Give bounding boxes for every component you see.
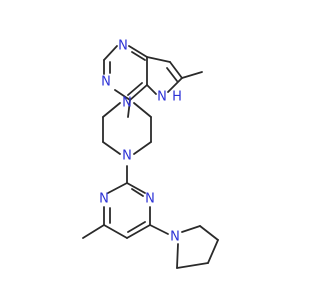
atom-h-pyrrole: H	[172, 90, 182, 105]
bond	[102, 102, 121, 118]
bond	[181, 225, 201, 233]
bond	[103, 45, 118, 61]
bond	[133, 102, 152, 118]
bond	[102, 141, 121, 155]
atom-n-piperazine-bottom: N	[122, 149, 132, 164]
bond	[169, 61, 183, 79]
bond	[107, 182, 128, 194]
atom-label-layer: N N N H N N N N N	[99, 39, 182, 245]
bond	[181, 71, 203, 79]
atom-n-pyrrole: N	[157, 90, 167, 105]
bond	[176, 243, 179, 269]
bond	[131, 188, 144, 197]
atom-n-pyrimidine-top: N	[118, 39, 128, 54]
bond	[127, 99, 131, 118]
bond	[176, 262, 209, 269]
bond	[149, 224, 169, 235]
bond	[146, 56, 171, 63]
bond-layer	[82, 45, 219, 269]
atom-n-piperazine-top: N	[122, 96, 132, 111]
bond	[146, 84, 157, 95]
bond	[129, 84, 148, 101]
bond	[126, 224, 151, 239]
atom-n-lower-pyrimidine-right: N	[145, 192, 155, 207]
molecule-structure: N N N H N N N N N	[82, 39, 219, 269]
bond	[127, 221, 146, 233]
bond	[199, 225, 219, 241]
bond	[127, 82, 143, 96]
atom-n-pyrrolidine: N	[170, 230, 180, 245]
bond	[114, 89, 131, 101]
bond	[128, 45, 148, 58]
bond	[207, 239, 219, 264]
bond	[133, 141, 152, 155]
bond	[131, 51, 146, 61]
bond	[82, 224, 105, 239]
bond	[126, 182, 146, 194]
atom-n-pyrimidine-left: N	[101, 75, 111, 90]
atom-n-lower-pyrimidine-left: N	[99, 192, 109, 207]
bond	[166, 67, 178, 82]
bond	[103, 224, 128, 239]
bond	[167, 77, 183, 93]
